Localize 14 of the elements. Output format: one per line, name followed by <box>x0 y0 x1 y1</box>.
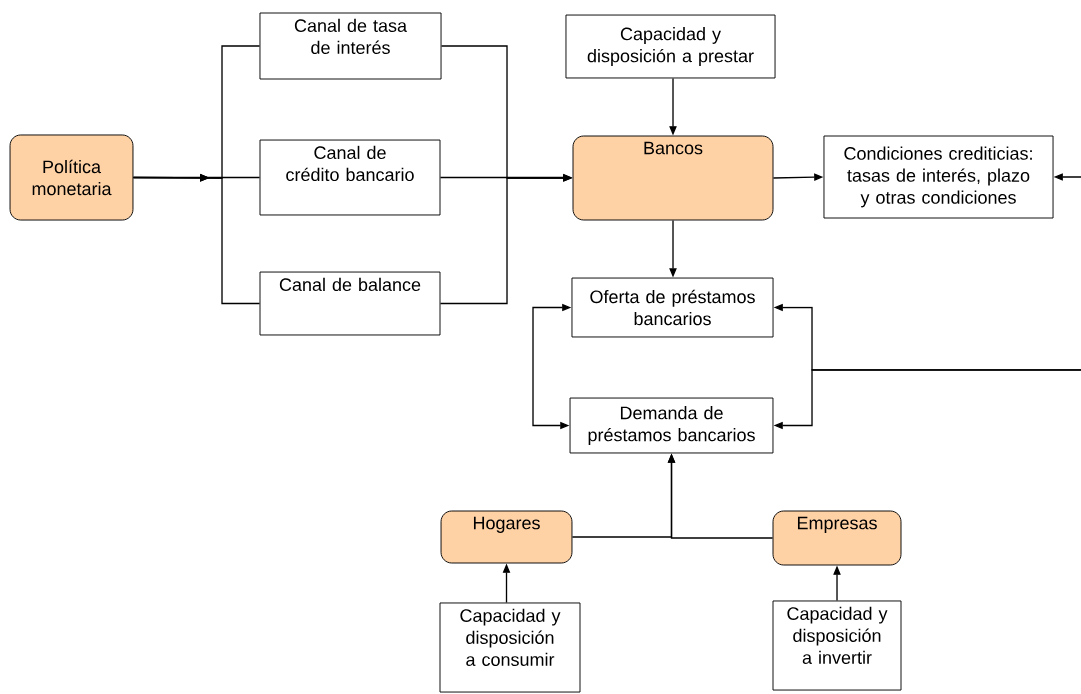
process-box: Capacidad y disposición a consumir <box>439 602 581 693</box>
process-box: Capacidad y disposición a prestar <box>565 14 776 79</box>
process-box: Oferta de préstamos bancarios <box>571 277 774 338</box>
process-box: Demanda de préstamos bancarios <box>569 397 774 454</box>
rounded-box: Hogares <box>440 510 573 564</box>
process-box: Canal de balance <box>259 271 441 336</box>
process-box: Condiciones crediticias: tasas de interés, plazo y otras condiciones <box>823 135 1054 219</box>
process-box: Capacidad y disposición a invertir <box>772 600 902 691</box>
process-box: Canal de crédito bancario <box>259 139 441 216</box>
rounded-box: Empresas <box>772 510 902 566</box>
arrow <box>132 174 261 305</box>
process-box: Canal de tasa de interés <box>259 12 442 80</box>
rounded-box: Bancos <box>572 135 774 221</box>
rounded-box: Política monetaria <box>9 134 134 221</box>
